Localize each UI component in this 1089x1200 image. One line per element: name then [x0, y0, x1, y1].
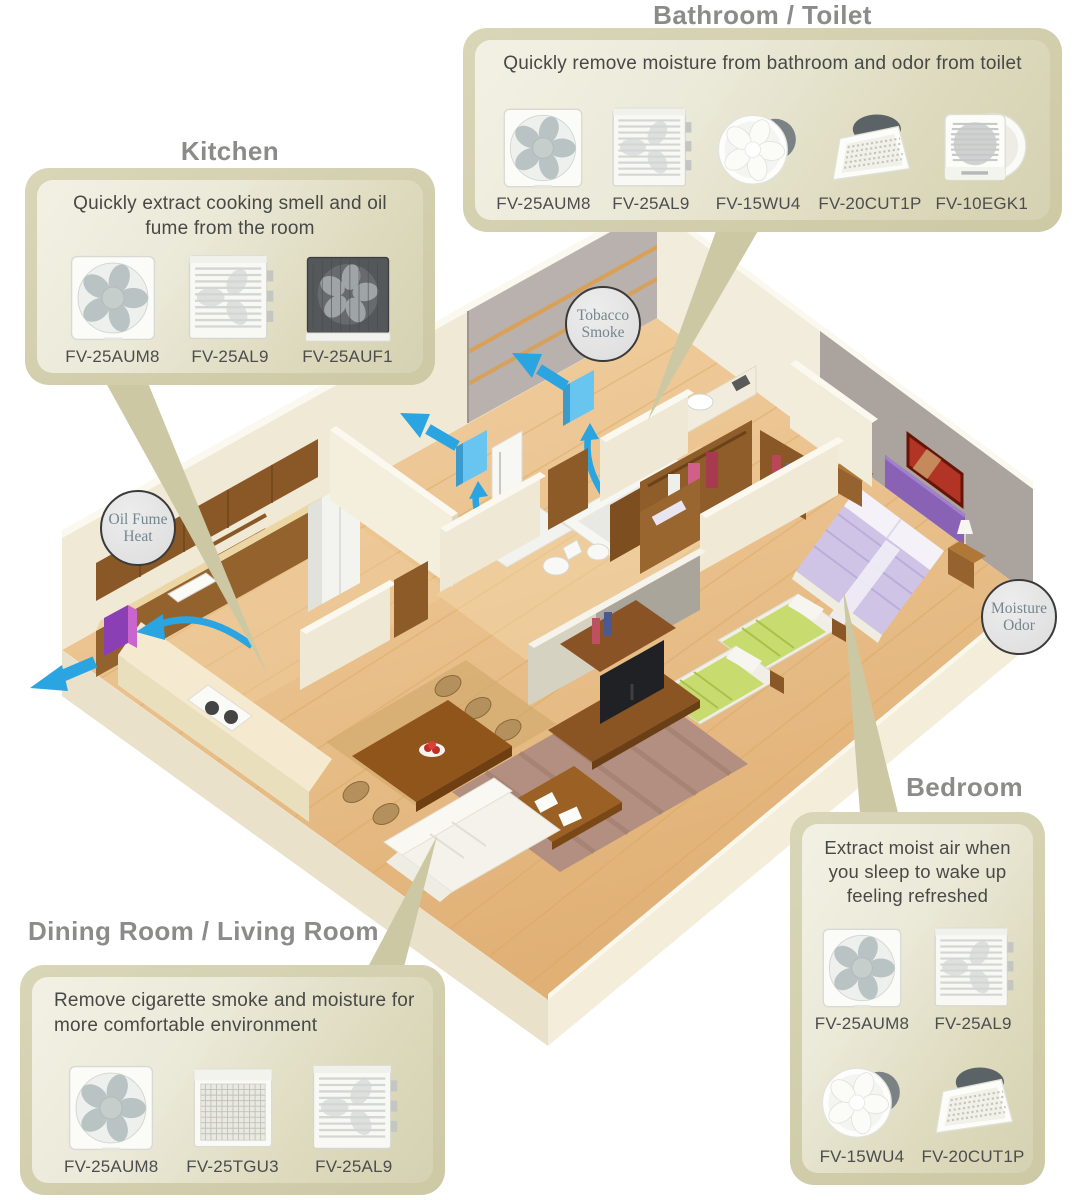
- bathroom-panel-title: Bathroom / Toilet: [653, 0, 872, 30]
- product: FV-25AL9: [180, 252, 280, 367]
- product-model: FV-15WU4: [715, 194, 801, 213]
- badge-line: Odor: [1003, 617, 1035, 634]
- exterior-walls: [56, 591, 1033, 1046]
- dining-room: [326, 660, 556, 847]
- bathroom-wall-fans: [456, 370, 594, 487]
- moisture-odor-badge: Moisture Odor: [981, 579, 1057, 655]
- badge-line: Oil Fume: [108, 510, 168, 528]
- oil-fume-heat-badge: Oil Fume Heat: [100, 490, 176, 566]
- kitchen-panel-description: Quickly extract cooking smell and oil fu…: [73, 193, 387, 239]
- product: FV-15WU4: [810, 1058, 913, 1167]
- product: FV-25AUF1: [298, 252, 398, 367]
- round-duct-fan-icon: [821, 1067, 901, 1138]
- product-model: FV-25AL9: [191, 347, 269, 366]
- tobacco-smoke-badge: Tobacco Smoke: [565, 286, 641, 362]
- badge-line: Tobacco: [576, 306, 630, 324]
- product-model: FV-25AL9: [315, 1157, 393, 1176]
- product: FV-15WU4: [711, 105, 805, 214]
- kitchen-callout-tail: [106, 383, 267, 674]
- double-bed: [792, 487, 944, 643]
- bedroom-panel-title: Bedroom: [906, 772, 1023, 802]
- product: FV-10EGK1: [935, 105, 1029, 214]
- badge-line: Heat: [123, 528, 153, 545]
- product-model: FV-20CUT1P: [818, 194, 922, 213]
- hallway-closet: [610, 420, 752, 574]
- product-model: FV-25AL9: [934, 1013, 1012, 1033]
- product: FV-25AL9: [604, 105, 698, 214]
- kitchen-panel-title: Kitchen: [180, 136, 280, 166]
- wall-art: [906, 431, 964, 509]
- callout-tails: [106, 231, 898, 967]
- product: FV-20CUT1P: [922, 1058, 1025, 1167]
- grid-grille-fan-icon: [193, 1068, 272, 1148]
- dining-panel-description: Remove cigarette smoke and moisture for …: [54, 990, 415, 1036]
- bathroom-callout-tail: [648, 231, 758, 420]
- dark-frame-fan-icon: [304, 256, 391, 342]
- kitchen-airflow-arrows: [30, 614, 255, 691]
- product-model: FV-15WU4: [819, 1147, 905, 1166]
- dining-table: [352, 700, 512, 812]
- propeller-wall-fan-icon: [70, 255, 155, 342]
- dining-living-panel: Remove cigarette smoke and moisture for …: [20, 965, 445, 1195]
- partition-walls: [300, 360, 878, 706]
- louver-wall-fan-icon: [934, 926, 1015, 1007]
- bathroom-product-list: FV-25AUM8 FV-25AL9 FV-15WU4 FV-20CUT1P F…: [483, 79, 1042, 214]
- bathroom-panel: Quickly remove moisture from bathroom an…: [463, 28, 1062, 232]
- dining-product-list: FV-25AUM8 FV-25TGU3 FV-25AL9: [40, 1040, 425, 1177]
- bedroom-panel-description: Extract moist air when you sleep to wake…: [824, 837, 1011, 907]
- product-model: FV-10EGK1: [935, 194, 1028, 213]
- dining-callout-tail: [368, 836, 437, 967]
- product: FV-20CUT1P: [818, 105, 921, 214]
- product-model: FV-25AUF1: [302, 347, 393, 366]
- bathroom-tiled-wall: [468, 206, 657, 423]
- ceiling-grille-fan-icon: [934, 1066, 1014, 1134]
- pipe-wall-fan-icon: [943, 112, 1027, 181]
- product-model: FV-25TGU3: [186, 1157, 279, 1176]
- product-model: FV-20CUT1P: [921, 1147, 1025, 1166]
- kitchen-product-list: FV-25AUM8 FV-25AL9 FV-25AUF1: [45, 243, 415, 367]
- propeller-wall-fan-icon: [504, 108, 583, 190]
- louver-wall-fan-icon: [188, 254, 275, 340]
- product-model: FV-25AUM8: [65, 347, 160, 366]
- ceiling-grille-fan-icon: [831, 113, 911, 181]
- headboard: [885, 455, 965, 546]
- kitchen-panel: Quickly extract cooking smell and oil fu…: [25, 168, 435, 385]
- round-duct-fan-icon: [717, 114, 797, 185]
- louver-wall-fan-icon: [611, 107, 693, 187]
- product-model: FV-25AUM8: [814, 1013, 910, 1033]
- badge-line: Moisture: [991, 599, 1047, 617]
- tv-stand: [548, 640, 700, 770]
- television: [600, 640, 664, 724]
- kitchen-exhaust-fan: [104, 605, 128, 656]
- product: FV-25AL9: [922, 925, 1025, 1034]
- propeller-wall-fan-icon: [822, 928, 902, 1009]
- product-model: FV-25AUM8: [64, 1157, 159, 1176]
- product: FV-25AUM8: [496, 105, 590, 214]
- badge-line: Smoke: [581, 324, 625, 341]
- bathroom-panel-description: Quickly remove moisture from bathroom an…: [503, 53, 1022, 74]
- product-model: FV-25AL9: [612, 194, 690, 213]
- bedroom-callout-tail: [843, 588, 898, 813]
- door-panel: [548, 448, 588, 530]
- door-panel: [394, 561, 428, 638]
- product-model: FV-25AUM8: [496, 194, 591, 213]
- product: FV-25AUM8: [810, 925, 913, 1034]
- bedroom2-closet: [560, 600, 676, 672]
- product: FV-25AL9: [304, 1062, 404, 1177]
- bedroom-product-list: FV-25AUM8 FV-25AL9 FV-15WU4 FV-20CUT1P: [810, 910, 1024, 1167]
- living-room: [383, 640, 748, 902]
- product: FV-25TGU3: [183, 1062, 283, 1177]
- dining-panel-title: Dining Room / Living Room: [28, 916, 379, 946]
- bedroom-panel: Extract moist air when you sleep to wake…: [790, 812, 1045, 1185]
- propeller-wall-fan-icon: [69, 1065, 154, 1152]
- master-bedroom: [760, 430, 986, 643]
- louver-wall-fan-icon: [312, 1064, 399, 1150]
- dining-chair: [342, 675, 522, 847]
- product: FV-25AUM8: [61, 1062, 161, 1177]
- product: FV-25AUM8: [63, 252, 163, 367]
